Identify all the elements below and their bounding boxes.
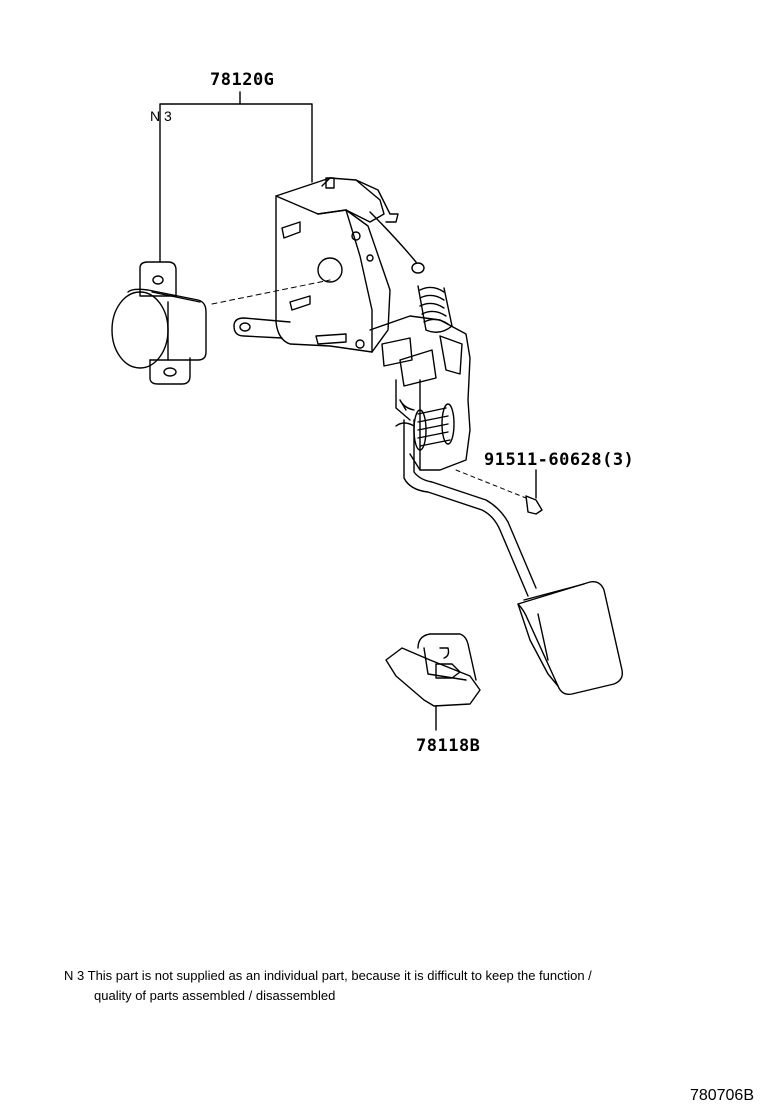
drawing-id: 780706B — [689, 1087, 754, 1104]
footnote-line2: quality of parts assembled / disassemble… — [94, 988, 336, 1003]
upper-spring — [369, 211, 453, 333]
callout-bracket-78120G — [159, 91, 313, 263]
pedal-bracket — [233, 177, 399, 353]
footnote: N 3 This part is not supplied as an indi… — [64, 966, 592, 1006]
pedal-pad — [517, 580, 624, 696]
bolt — [455, 469, 543, 515]
callout-bolt: 91511-60628(3) — [484, 450, 635, 470]
footnote-line1: This part is not supplied as an individu… — [87, 968, 592, 983]
pedal-arm — [403, 419, 537, 597]
stopper-part — [385, 633, 481, 731]
pedal-sensor — [111, 261, 331, 385]
callout-note-marker: N 3 — [150, 108, 172, 124]
callout-pedal-assembly: 78120G — [210, 70, 275, 90]
footnote-marker: N 3 — [64, 968, 85, 983]
lower-bracket — [369, 315, 471, 471]
callout-stopper: 78118B — [416, 736, 481, 756]
